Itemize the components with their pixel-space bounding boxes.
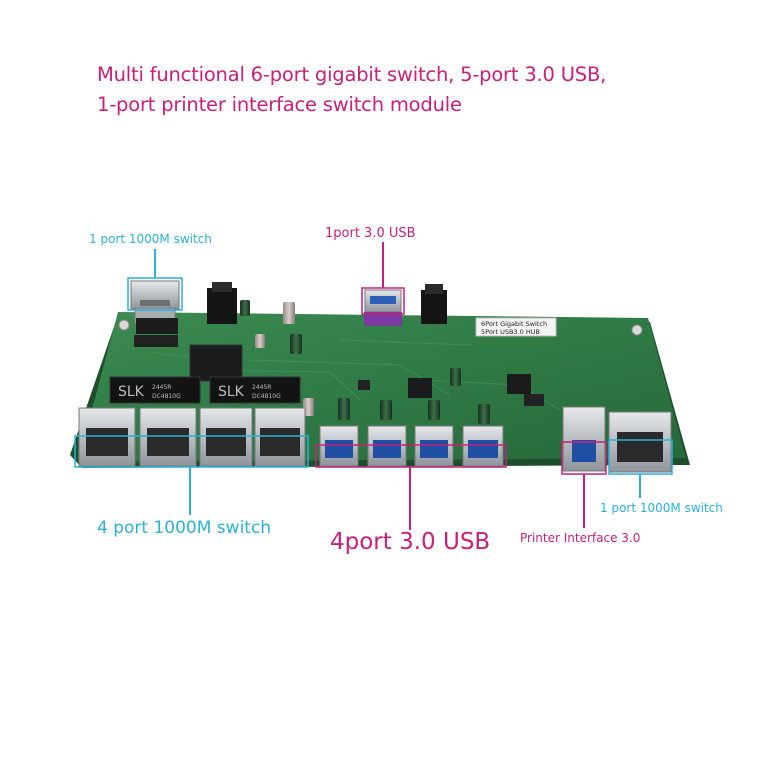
headline-line-2: 1-port printer interface switch module <box>97 93 462 116</box>
capacitors <box>240 300 490 424</box>
callout-annotations <box>74 242 673 530</box>
hub-chip-2 <box>507 374 531 394</box>
main-switch-chip <box>189 344 243 382</box>
rj45-port-3 <box>199 407 253 467</box>
rj45-port-1 <box>78 407 136 467</box>
sticker-line-1: 6Port Gigabit Switch <box>481 320 547 328</box>
rj45-ports-group <box>78 407 306 467</box>
hub-chip-1 <box>408 378 432 398</box>
magnetics-block-2: SLK 2445R DC4810G <box>209 376 301 404</box>
magnetics-block-1: SLK 2445R DC4810G <box>109 376 201 404</box>
connector-strip <box>134 335 178 347</box>
magnetics-1-part-b: DC4810G <box>152 393 181 400</box>
printer-usb-b-port <box>562 406 606 472</box>
callout-label-printer: Printer Interface 3.0 <box>520 531 641 545</box>
small-ic-2 <box>524 394 544 406</box>
callout-label-top-left-switch: 1 port 1000M switch <box>89 232 212 246</box>
rj45-port-4 <box>254 407 306 467</box>
magnetics-2-part-b: DC4810G <box>252 393 281 400</box>
usb-port-4 <box>462 425 504 467</box>
callout-label-top-usb: 1port 3.0 USB <box>325 226 416 241</box>
usb-port-2 <box>367 425 407 467</box>
headline-line-1: Multi functional 6-port gigabit switch, … <box>97 63 607 86</box>
usb-port-1 <box>319 425 359 467</box>
small-ic <box>358 380 370 390</box>
sticker-line-2: 5Port USB3.0 HUB <box>481 328 540 336</box>
magnetics-2-part-a: 2445R <box>252 384 271 391</box>
top-left-rj45-port <box>130 280 180 325</box>
headline: Multi functional 6-port gigabit switch, … <box>97 60 747 120</box>
dc-jack-left <box>207 282 237 324</box>
top-usb-port <box>364 289 402 326</box>
callout-label-bottom-usb: 4port 3.0 USB <box>330 529 491 555</box>
magnetics-1-part-a: 2445R <box>152 384 171 391</box>
callout-box-bottom-left-switch <box>74 435 309 468</box>
pin-header <box>136 318 178 334</box>
callout-label-right-switch: 1 port 1000M switch <box>600 501 723 515</box>
usb-port-3 <box>414 425 454 467</box>
board-sticker: 6Port Gigabit Switch 5Port USB3.0 HUB <box>475 317 557 337</box>
rj45-port-2 <box>139 407 197 467</box>
magnetics-1-brand: SLK <box>118 384 145 400</box>
magnetics-2-brand: SLK <box>218 384 245 400</box>
right-rj45-port <box>608 411 672 473</box>
dc-jack-right <box>421 284 447 324</box>
callout-label-bottom-left-switch: 4 port 1000M switch <box>97 518 272 538</box>
